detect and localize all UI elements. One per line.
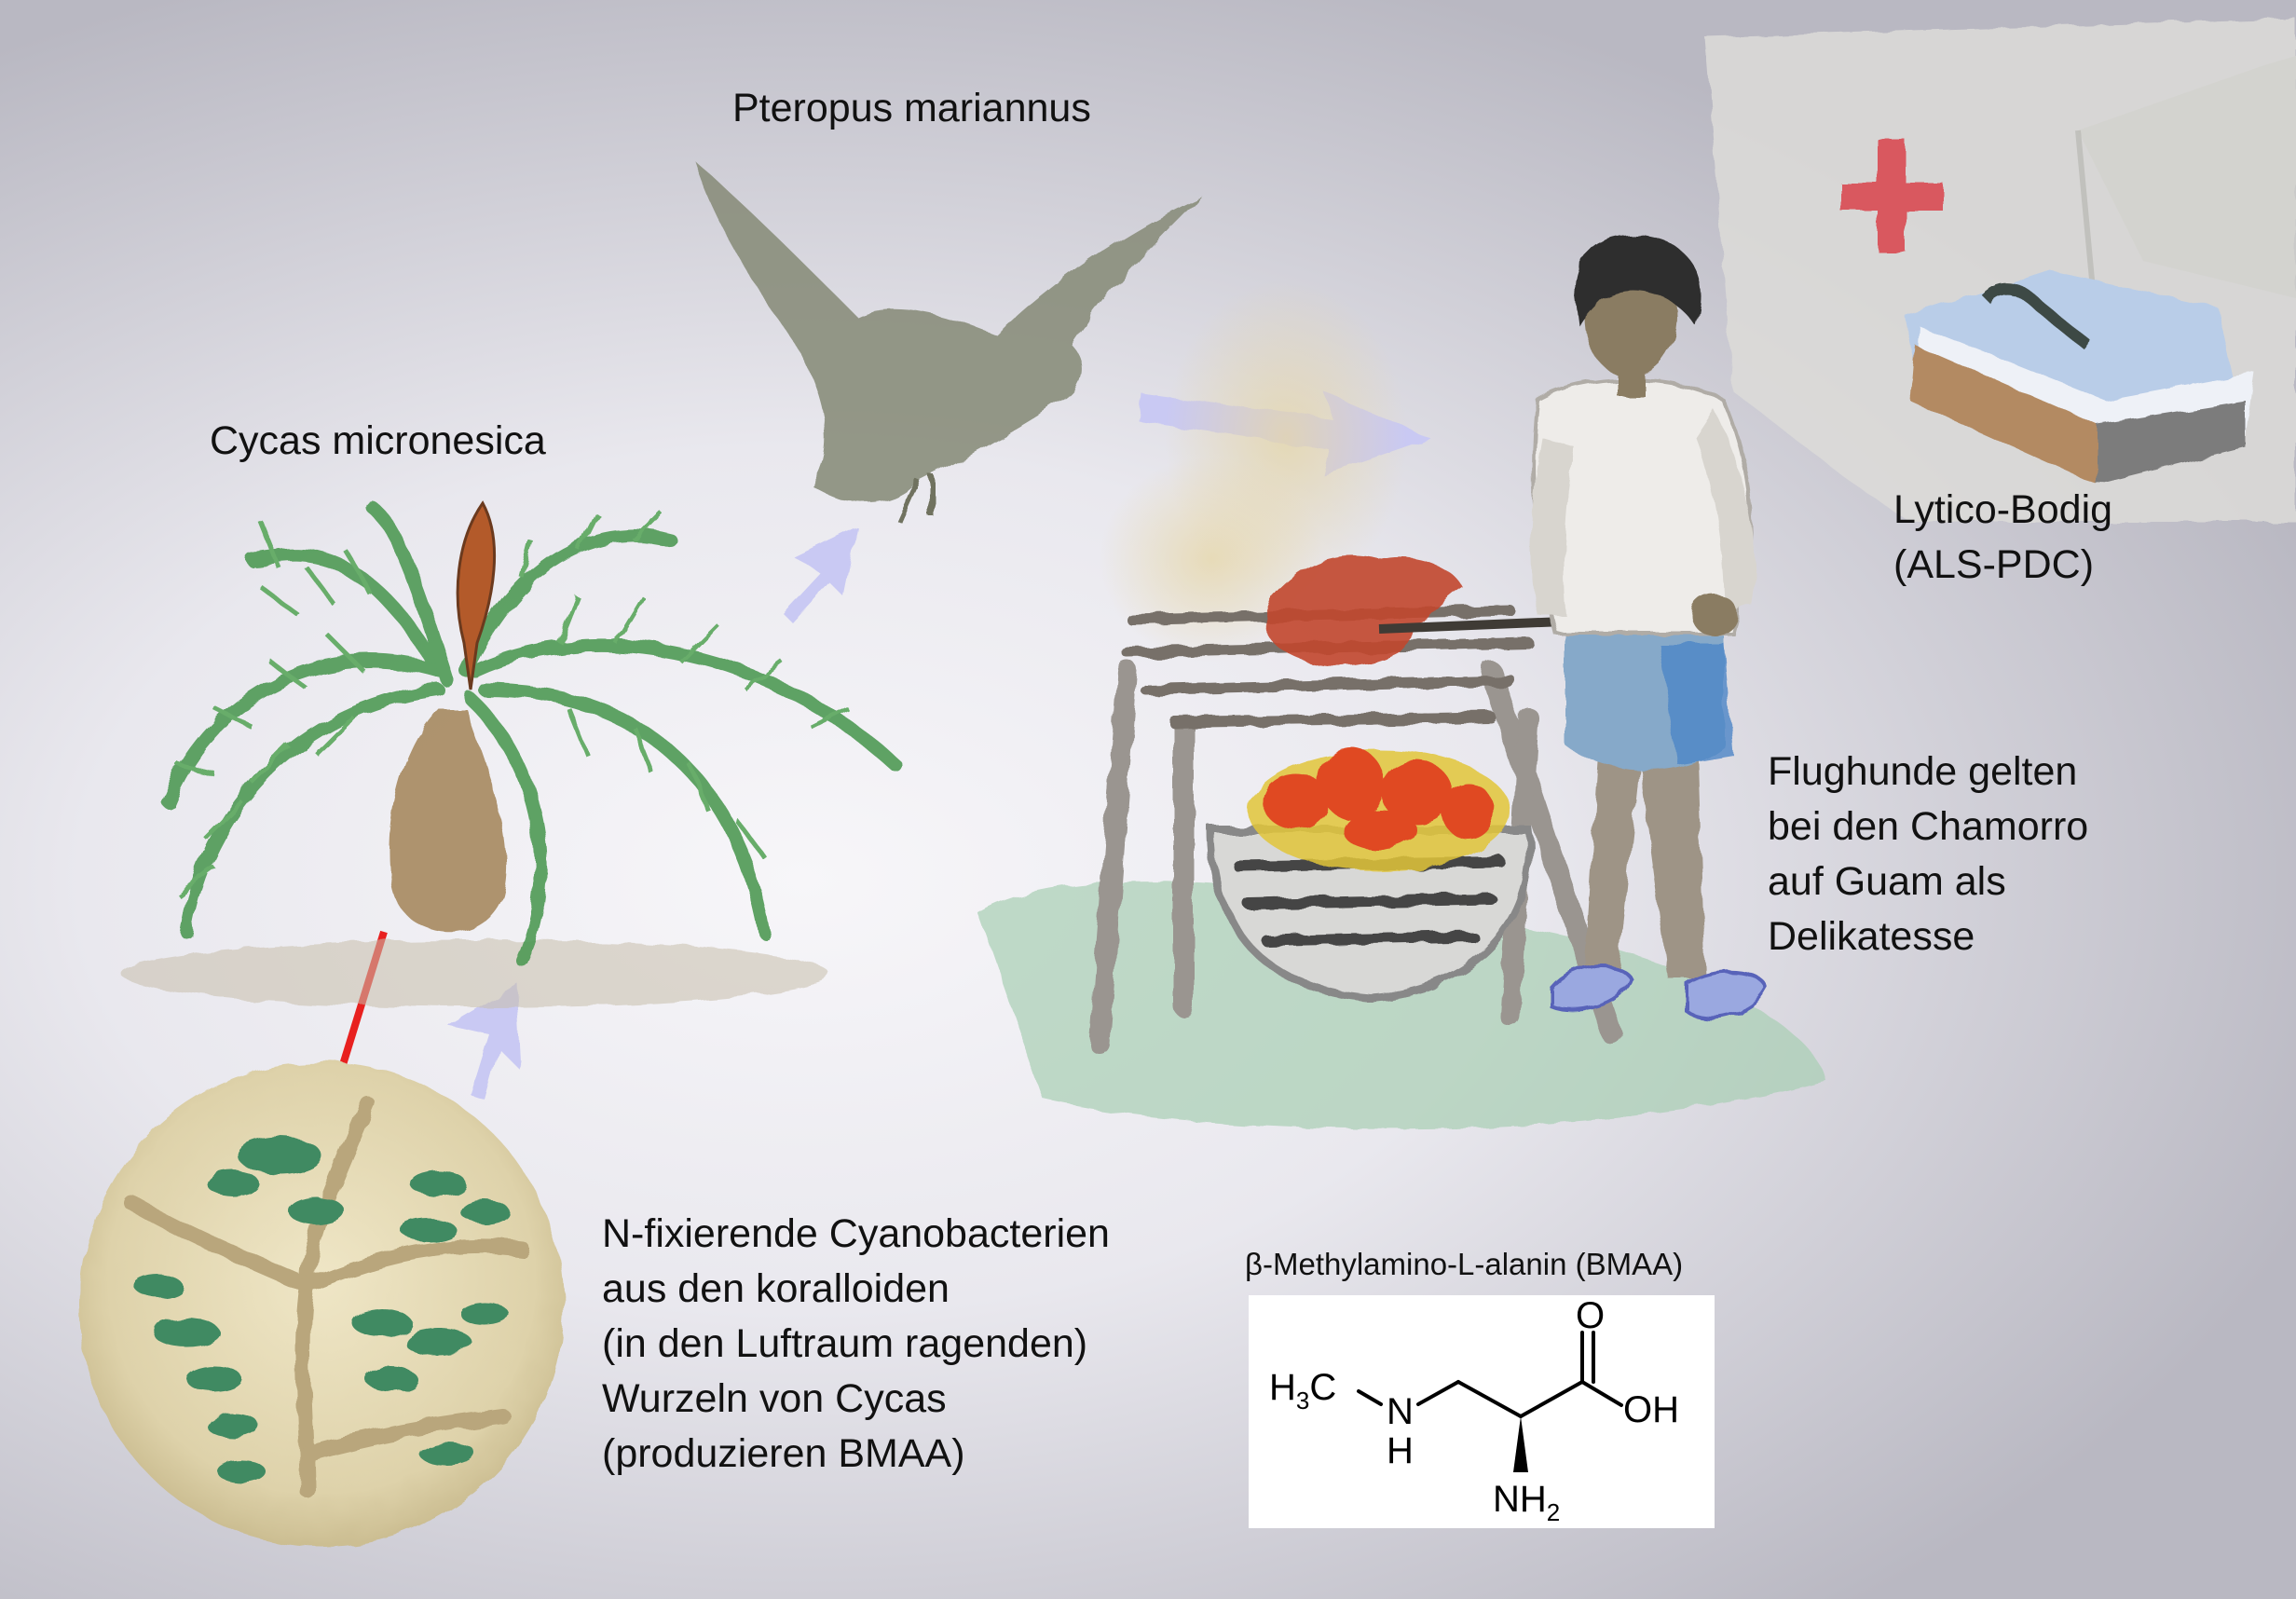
flughunde-line: Delikatesse — [1768, 914, 1975, 959]
flughunde-line: bei den Chamorro — [1768, 804, 2089, 849]
atom-nh2: NH2 — [1493, 1479, 1560, 1526]
atom-h3c: H3C — [1269, 1367, 1336, 1414]
bmaa-structure-box: H3C N H O OH NH2 — [1249, 1295, 1715, 1528]
cyano-line: Wurzeln von Cycas — [602, 1376, 947, 1421]
roasting-bat-icon — [1264, 555, 1463, 666]
cyano-line: (in den Luftraum ragenden) — [602, 1321, 1088, 1366]
cooking-scene — [978, 280, 1826, 1129]
atom-n: N — [1387, 1391, 1414, 1432]
cyanobacteria-illustration — [79, 1062, 564, 1547]
fire-icon — [1249, 747, 1510, 871]
label-flughunde-delikatesse: Flughunde gelten bei den Chamorro auf Gu… — [1768, 745, 2088, 964]
cyano-line: (produzieren BMAA) — [602, 1431, 965, 1476]
bmaa-structure-formula: H3C N H O OH NH2 — [1269, 1295, 1679, 1526]
cycas-plant-illustration — [121, 500, 901, 1007]
atom-o: O — [1576, 1295, 1605, 1336]
hospital-bed-icon — [1906, 270, 2255, 485]
wedge-bond — [1513, 1416, 1528, 1472]
person-illustration — [1531, 235, 1769, 1019]
left-shoe-icon — [1550, 964, 1633, 1012]
arrow-plant-to-bat — [783, 526, 857, 622]
lytico-line: (ALS-PDC) — [1893, 542, 2095, 587]
label-lytico-bodig: Lytico-Bodig (ALS-PDC) — [1893, 483, 2112, 593]
right-shoe-icon — [1685, 969, 1769, 1019]
bmaa-caption: β-Methylamino-L-alanin (BMAA) — [1245, 1247, 1684, 1281]
red-cross-icon — [1840, 140, 1943, 252]
cone-icon — [456, 500, 497, 690]
label-cycas-micronesica: Cycas micronesica — [210, 418, 546, 463]
atom-oh: OH — [1623, 1389, 1679, 1430]
arrow-root-to-plant — [447, 983, 522, 1100]
flughunde-line: Flughunde gelten — [1768, 749, 2078, 794]
label-cyanobacteria: N-fixierende Cyanobacterien aus den kora… — [602, 1207, 1110, 1482]
label-pteropus-mariannus: Pteropus mariannus — [732, 86, 1091, 130]
hospital-scene — [1705, 19, 2296, 522]
cyano-line: aus den koralloiden — [602, 1266, 950, 1311]
bat-illustration — [694, 160, 1202, 524]
lytico-line: Lytico-Bodig — [1893, 487, 2113, 532]
cyano-line: N-fixierende Cyanobacterien — [602, 1211, 1110, 1256]
atom-nh-h: H — [1387, 1430, 1414, 1471]
flughunde-line: auf Guam als — [1768, 859, 2006, 904]
